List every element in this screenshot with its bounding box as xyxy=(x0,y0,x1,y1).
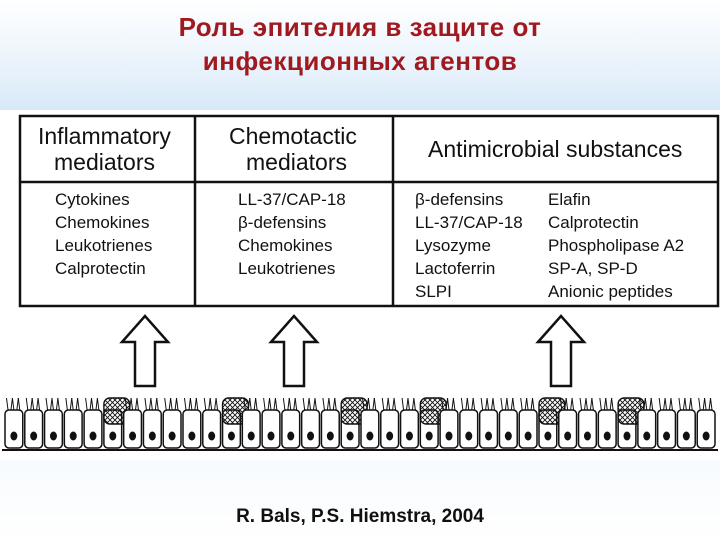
epithelium-figure: Inflammatory mediators Chemotactic media… xyxy=(0,110,720,460)
col3-left-item: LL-37/CAP-18 xyxy=(415,213,523,232)
epithelial-cell xyxy=(360,397,380,449)
col3-left-item: Lysozyme xyxy=(415,236,491,255)
col2-item: β-defensins xyxy=(238,213,326,232)
col2-item: Leukotrienes xyxy=(238,259,335,278)
col2-item: Chemokines xyxy=(238,236,333,255)
epithelial-cell xyxy=(281,397,301,449)
mediator-table xyxy=(18,114,720,308)
epithelial-cell xyxy=(498,397,518,449)
col3-left-item: Lactoferrin xyxy=(415,259,495,278)
epithelial-cell xyxy=(300,397,321,449)
up-arrow-icon xyxy=(119,314,171,388)
epithelial-cell xyxy=(558,397,578,449)
epithelial-cell-layer xyxy=(2,397,718,451)
slide-title: Роль эпителия в защите от инфекционных а… xyxy=(0,10,720,78)
epithelial-cell xyxy=(142,397,162,449)
epithelial-cell xyxy=(241,397,261,449)
col1-header-line1: Inflammatory xyxy=(38,123,171,149)
slide-title-line-2: инфекционных агентов xyxy=(202,46,518,76)
col2-header-line1: Chemotactic xyxy=(229,123,357,149)
epithelial-cell xyxy=(656,397,677,449)
col3-left-item: β-defensins xyxy=(415,190,503,209)
epithelial-cell xyxy=(696,397,716,449)
epithelial-cell xyxy=(162,397,182,449)
epithelial-cell xyxy=(122,397,143,449)
epithelial-cell xyxy=(4,397,24,449)
col3-right-item: Anionic peptides xyxy=(548,282,673,301)
table-border xyxy=(18,114,720,308)
up-arrow-icon xyxy=(268,314,320,388)
col3-header: Antimicrobial substances xyxy=(428,136,682,162)
epithelial-cell xyxy=(518,397,538,449)
col1-item: Leukotrienes xyxy=(55,236,152,255)
epithelial-cell xyxy=(478,397,499,449)
col1-item: Calprotectin xyxy=(55,259,146,278)
col3-right-item: Phospholipase A2 xyxy=(548,236,684,255)
col2-item: LL-37/CAP-18 xyxy=(238,190,346,209)
up-arrow-icon xyxy=(535,314,587,388)
epithelial-cell xyxy=(419,397,447,449)
epithelial-cell xyxy=(399,397,420,449)
epithelial-cell xyxy=(676,397,696,449)
epithelial-cell xyxy=(637,397,657,449)
epithelial-cell xyxy=(83,397,103,449)
col3-right-item: Elafin xyxy=(548,190,591,209)
col1-header-line2: mediators xyxy=(54,149,155,175)
epithelial-cell xyxy=(24,397,44,449)
col3-right-item: SP-A, SP-D xyxy=(548,259,638,278)
col3-right-item: Calprotectin xyxy=(548,213,639,232)
epithelial-cell xyxy=(597,397,617,449)
col1-item: Chemokines xyxy=(55,213,150,232)
epithelial-cell xyxy=(320,397,340,449)
col2-header-line2: mediators xyxy=(246,149,347,175)
epithelial-cell xyxy=(439,397,459,449)
epithelial-cell xyxy=(202,397,222,449)
col1-item: Cytokines xyxy=(55,190,130,209)
epithelial-cell xyxy=(459,397,479,449)
epithelial-cell xyxy=(63,397,83,449)
col3-left-item: SLPI xyxy=(415,282,452,301)
epithelial-cell xyxy=(577,397,598,449)
epithelial-cell xyxy=(43,397,64,449)
citation: R. Bals, P.S. Hiemstra, 2004 xyxy=(236,506,484,527)
epithelial-cell xyxy=(182,397,202,449)
figure-canvas: Inflammatory mediators Chemotactic media… xyxy=(2,114,720,451)
epithelial-cell xyxy=(380,397,400,449)
slide-title-line-1: Роль эпителия в защите от xyxy=(178,12,542,42)
epithelial-cell xyxy=(261,397,281,449)
